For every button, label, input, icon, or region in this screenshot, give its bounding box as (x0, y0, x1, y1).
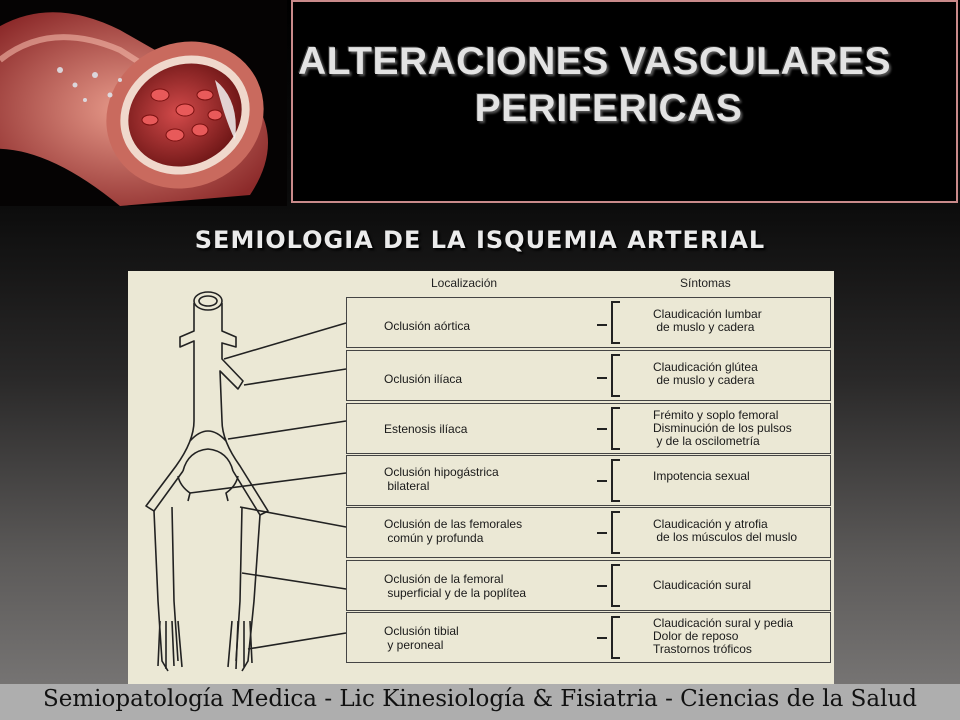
dash-mark (597, 324, 607, 326)
location-text: Oclusión tibial y peroneal (384, 624, 459, 652)
location-text: Oclusión de la femoral superficial y de … (384, 572, 527, 600)
symptoms-text: Impotencia sexual (653, 469, 750, 483)
table-row: Oclusión aórtica Claudicación lumbar de … (346, 297, 831, 348)
location-text: Oclusión aórtica (384, 319, 471, 333)
dash-mark (597, 428, 607, 430)
location-text: Oclusión hipogástrica bilateral (384, 465, 499, 493)
bracket-mark (611, 459, 620, 502)
location-text: Estenosis ilíaca (384, 422, 468, 436)
artery-cross-section-image (0, 12, 268, 206)
footer-bar (0, 684, 960, 720)
table-row: Oclusión tibial y peroneal Claudicación … (346, 612, 831, 663)
dash-mark (597, 637, 607, 639)
bracket-mark (611, 511, 620, 554)
footer-text: Semiopatología Medica - Lic Kinesiología… (42, 686, 918, 712)
slide-subtitle: SEMIOLOGIA DE LA ISQUEMIA ARTERIAL (194, 226, 766, 254)
header-sintomas: Síntomas (680, 276, 731, 290)
table-row: Estenosis ilíaca Frémito y soplo femoral… (346, 403, 831, 454)
location-text: Oclusión ilíaca (384, 372, 463, 386)
arterial-tree-drawing (145, 291, 347, 672)
artery-illustration (0, 0, 287, 206)
table-row: Oclusión ilíaca Claudicación glútea de m… (346, 350, 831, 401)
title-panel: ALTERACIONES VASCULARES PERIFERICAS (291, 0, 958, 203)
dash-mark (597, 377, 607, 379)
table-row: Oclusión de las femorales común y profun… (346, 507, 831, 558)
symptoms-text: Claudicación sural y pedia Dolor de repo… (653, 616, 794, 656)
dash-mark (597, 585, 607, 587)
ischemia-diagram: Localización Síntomas Oclusión aórtica C… (128, 271, 834, 684)
title-line-2: PERIFERICAS (474, 87, 743, 130)
symptoms-text: Claudicación y atrofia de los músculos d… (653, 517, 798, 544)
bracket-mark (611, 354, 620, 397)
dash-mark (597, 532, 607, 534)
header-localizacion: Localización (431, 276, 498, 290)
bracket-mark (611, 564, 620, 607)
symptoms-text: Claudicación glútea de muslo y cadera (653, 360, 758, 387)
bracket-mark (611, 301, 620, 344)
dash-mark (597, 480, 607, 482)
bracket-mark (611, 407, 620, 450)
symptoms-text: Claudicación sural (653, 578, 752, 592)
bracket-mark (611, 616, 620, 659)
symptoms-text: Claudicación lumbar de muslo y cadera (653, 307, 762, 334)
table-row: Oclusión de la femoral superficial y de … (346, 560, 831, 611)
table-row: Oclusión hipogástrica bilateral Impotenc… (346, 455, 831, 506)
symptoms-text: Frémito y soplo femoral Disminución de l… (653, 408, 792, 448)
title-line-1: ALTERACIONES VASCULARES (298, 40, 891, 83)
location-text: Oclusión de las femorales común y profun… (384, 517, 523, 545)
